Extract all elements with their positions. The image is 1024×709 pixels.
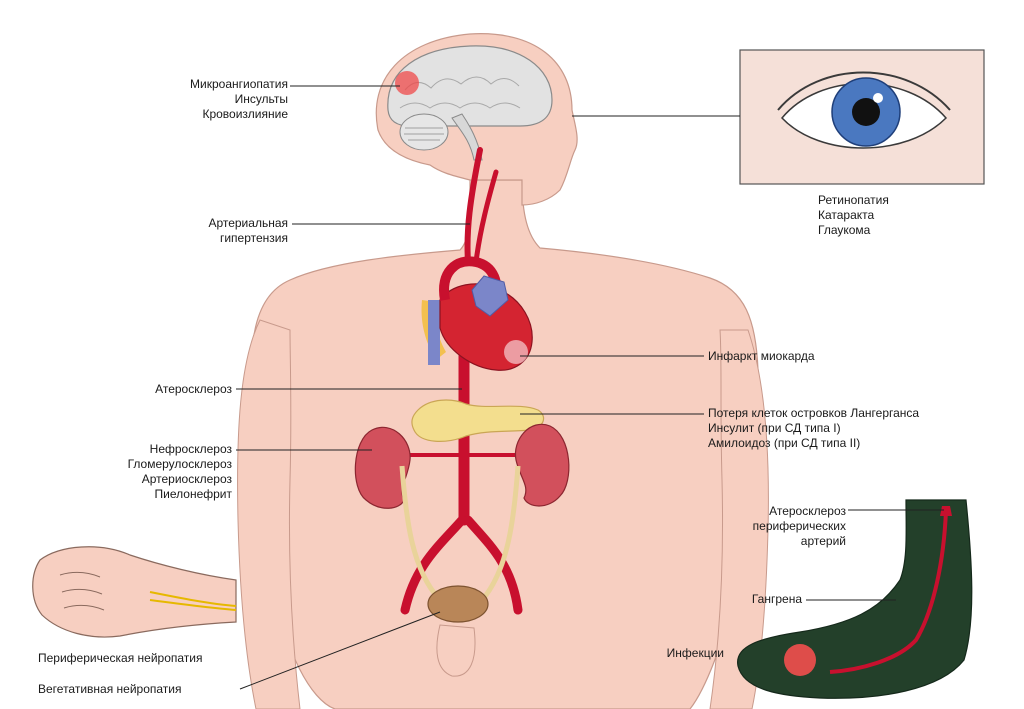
carotid-artery-right	[473, 169, 499, 265]
label-brain-line-1: Микроангиопатия	[190, 77, 288, 91]
label-heart: Инфаркт миокарда	[708, 349, 815, 363]
label-eye-line-3: Глаукома	[818, 223, 871, 237]
label-autonomic-neuropathy: Вегетативная нейропатия	[38, 682, 182, 696]
label-pancreas-complications: Потеря клеток островков Лангерганса Инсу…	[708, 406, 919, 451]
leader-lines	[236, 85, 944, 690]
label-kidney-line-2: Гломерулосклероз	[127, 457, 232, 471]
bladder	[427, 585, 489, 623]
label-brain-line-3: Кровоизлияние	[202, 107, 288, 121]
hand-inset	[32, 546, 237, 638]
body-arm-right	[709, 329, 769, 709]
label-kidney-line-3: Артериосклероз	[141, 472, 232, 486]
ureter-left	[399, 465, 442, 602]
foot-artery-top	[940, 506, 952, 516]
kidney-right	[514, 423, 570, 507]
label-foot-athero-line-2: периферических	[752, 519, 846, 533]
brain-lesion	[395, 71, 419, 95]
heart-vena-cava	[428, 300, 440, 365]
label-hypertension-line-1: Артериальная	[208, 216, 288, 230]
foot-infection	[784, 644, 816, 676]
brain-cerebellum-folds	[404, 127, 444, 141]
leader-autonomic	[239, 611, 441, 690]
brain-stem	[451, 113, 483, 161]
hand-nerves	[149, 591, 237, 611]
label-foot-athero-line-3: артерий	[800, 534, 846, 548]
foot-inset	[737, 499, 973, 699]
label-atherosclerosis: Атеросклероз	[155, 382, 232, 396]
label-pancreas-line-3: Амилоидоз (при СД типа II)	[708, 436, 861, 450]
ureter-right	[480, 465, 521, 602]
foot-artery	[829, 509, 948, 674]
label-kidney-complications: Нефросклероз Гломерулосклероз Артериоскл…	[128, 442, 232, 502]
kidneys	[354, 423, 570, 602]
brain-folds	[399, 76, 521, 109]
label-eye-line-1: Ретинопатия	[818, 193, 889, 207]
label-peripheral-neuropathy: Периферическая нейропатия	[38, 651, 203, 665]
eye-highlight	[873, 93, 883, 103]
eye-lid	[777, 71, 951, 111]
label-eye-complications: Ретинопатия Катаракта Глаукома	[818, 193, 889, 238]
eye-inset	[739, 49, 985, 185]
label-brain-line-2: Инсульты	[234, 92, 288, 106]
label-pancreas-line-2: Инсулит (при СД типа I)	[708, 421, 841, 435]
label-foot-atherosclerosis: Атеросклероз периферических артерий	[753, 504, 846, 549]
iliac-artery-left	[400, 515, 467, 615]
heart	[421, 256, 533, 371]
genitals	[436, 624, 476, 677]
label-brain-complications: Микроангиопатия Инсульты Кровоизлияние	[190, 77, 288, 122]
iliac-artery-right	[463, 515, 523, 615]
label-eye-line-2: Катаракта	[818, 208, 875, 222]
label-kidney-line-1: Нефросклероз	[149, 442, 232, 456]
human-body	[237, 33, 769, 709]
label-hypertension-line-2: гипертензия	[219, 231, 288, 245]
carotid-artery-left	[464, 147, 483, 265]
eye-pupil	[852, 98, 880, 126]
brain	[387, 45, 553, 161]
label-infections: Инфекции	[666, 646, 724, 660]
body-arm-left	[237, 319, 301, 709]
body-torso	[251, 179, 760, 709]
hand-fingers	[59, 571, 105, 611]
label-foot-athero-line-1: Атеросклероз	[769, 504, 846, 518]
label-kidney-line-4: Пиелонефрит	[154, 487, 232, 501]
label-pancreas-line-1: Потеря клеток островков Лангерганса	[708, 406, 920, 420]
heart-pulmonary-blue	[471, 275, 509, 317]
label-gangrene: Гангрена	[751, 592, 802, 606]
hand	[32, 546, 237, 638]
label-hypertension: Артериальная гипертензия	[208, 216, 288, 246]
brain-cerebellum	[399, 113, 449, 151]
heart-infarct	[504, 340, 528, 364]
